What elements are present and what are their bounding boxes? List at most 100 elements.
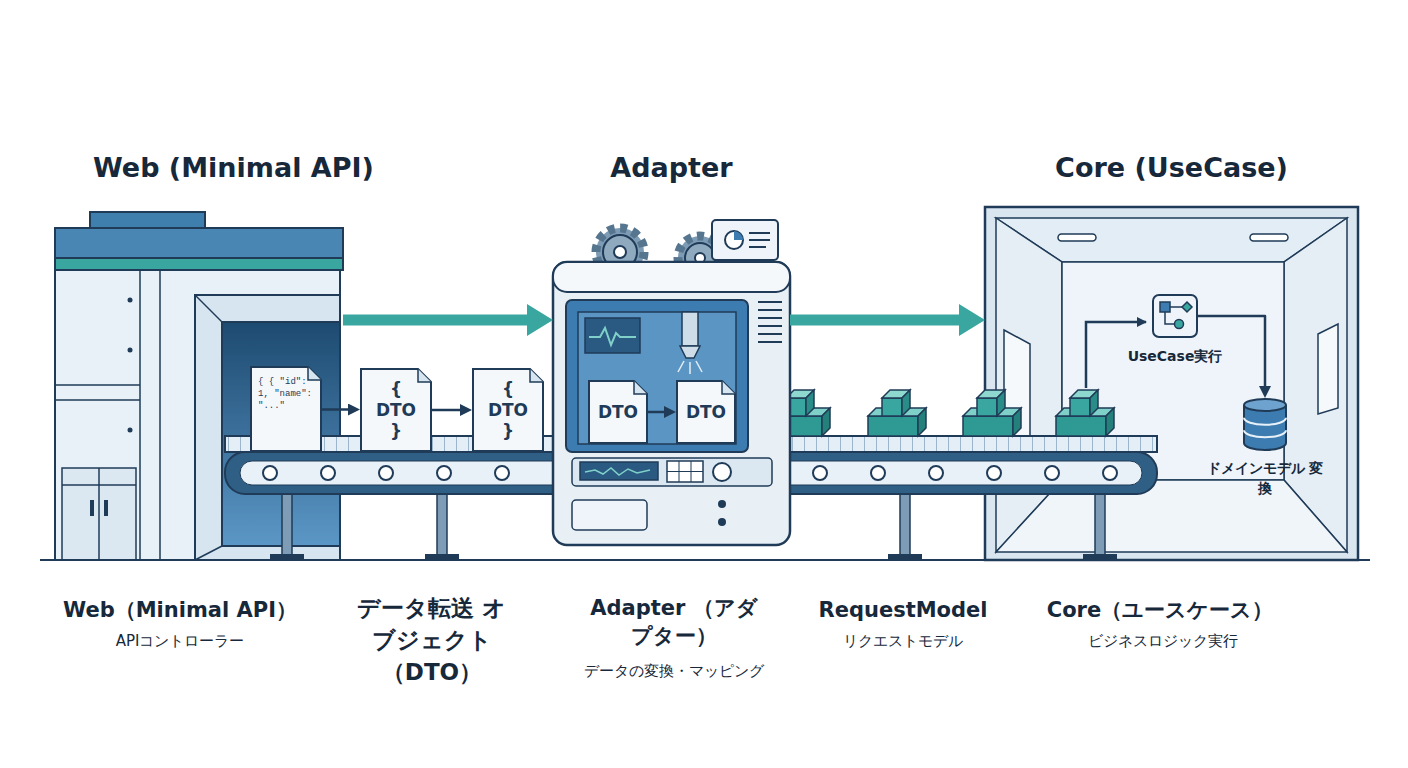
web-building	[195, 295, 340, 560]
conveyor-belt	[263, 466, 277, 480]
core-room	[985, 207, 1358, 560]
ground-line	[40, 559, 1370, 561]
document-text: { { "id": 1, "name": "..."	[258, 376, 312, 412]
station-heading: Core (UseCase)	[985, 152, 1358, 184]
adapter-machine	[696, 361, 702, 372]
conveyor-belt	[282, 494, 292, 556]
adapter-machine	[758, 341, 782, 343]
adapter-machine	[718, 500, 726, 508]
adapter-machine	[589, 328, 636, 345]
web-building	[128, 428, 133, 433]
conveyor-belt	[1045, 466, 1059, 480]
adapter-machine	[689, 362, 691, 374]
web-building	[128, 348, 133, 353]
document-fold	[418, 369, 431, 382]
core-room	[1250, 234, 1288, 241]
adapter-machine	[749, 232, 770, 234]
document-text: DTO	[684, 402, 728, 423]
caption-label: APIコントローラー	[50, 630, 310, 652]
web-building	[222, 322, 340, 546]
flow-symbol	[1175, 320, 1184, 329]
web-building	[104, 500, 108, 516]
adapter-machine	[713, 463, 731, 481]
document-fold	[634, 381, 647, 394]
web-building	[55, 258, 343, 270]
adapter-machine	[712, 220, 778, 260]
icon-frame	[1153, 295, 1197, 337]
dto-document: { DTO }	[360, 368, 432, 452]
conveyor-belt	[1095, 494, 1105, 556]
adapter-machine	[566, 300, 748, 452]
web-building	[98, 468, 100, 560]
adapter-machine	[734, 231, 743, 240]
caption-label: Adapter （アダプター）	[589, 594, 759, 650]
conveyor-belt	[495, 466, 509, 480]
web-building	[55, 212, 343, 560]
core-room	[1058, 234, 1096, 241]
adapter-machine	[682, 312, 698, 346]
adapter-machine	[749, 246, 766, 248]
document-outline	[677, 381, 735, 443]
web-station: { { "id": 1, "name": "..."Web (Minimal A…	[55, 212, 343, 560]
database-icon-shape	[1242, 398, 1288, 450]
adapter-machine	[580, 462, 658, 480]
document-fold	[722, 381, 735, 394]
document-outline	[251, 367, 321, 451]
adapter-machine	[758, 309, 782, 311]
adapter-machine	[578, 312, 736, 444]
web-building	[55, 384, 140, 386]
document-fold	[308, 367, 321, 380]
request-model-blocks	[1056, 390, 1114, 436]
document-text: DTO	[596, 402, 640, 423]
document-text: { DTO }	[374, 379, 418, 442]
web-building	[139, 270, 141, 560]
caption-label: RequestModel	[803, 596, 1003, 624]
caption-label: Core（ユースケース）	[1030, 596, 1290, 624]
web-building	[62, 468, 136, 560]
icon-label: ドメインモデル 変換	[1205, 458, 1325, 498]
adapter-machine	[758, 333, 782, 335]
usecase-icon: UseCase実行	[1152, 294, 1198, 338]
core-room	[985, 207, 1358, 560]
adapter-machine	[758, 317, 782, 319]
caption-label: Web（Minimal API）	[50, 596, 310, 624]
adapter-machine	[585, 468, 650, 475]
document-outline	[589, 381, 647, 443]
adapter-machine	[725, 231, 743, 249]
conveyor-belt	[437, 494, 447, 556]
adapter-machine	[680, 346, 700, 358]
document-text: { DTO }	[486, 379, 530, 442]
conveyor-belt	[987, 466, 1001, 480]
web-building	[55, 399, 140, 401]
caption-label: データの変換・マッピング	[544, 660, 804, 682]
adapter-machine	[585, 318, 640, 353]
conveyor-belt	[813, 466, 827, 480]
database-icon: ドメインモデル 変換	[1242, 398, 1288, 450]
conveyor-belt	[437, 466, 451, 480]
connector-arrow	[432, 409, 472, 412]
station-heading: Web (Minimal API)	[93, 152, 374, 184]
web-building	[55, 270, 340, 560]
core-room: UseCase実行ドメインモデル 変換Core (UseCase)	[985, 207, 1358, 560]
conveyor-belt	[379, 466, 393, 480]
document-outline	[473, 369, 543, 451]
database-band	[1244, 430, 1286, 437]
conveyor-belt	[929, 466, 943, 480]
connector-arrow	[322, 408, 360, 411]
flow-symbol	[1182, 302, 1192, 312]
flow-symbol	[1160, 302, 1170, 312]
dto-document: { DTO }	[472, 368, 544, 452]
caption-label: リクエストモデル	[803, 630, 1003, 652]
database-top	[1244, 399, 1286, 411]
web-building	[159, 270, 161, 560]
json-document: { { "id": 1, "name": "..."	[250, 366, 322, 452]
caption-label: データ転送 オブジェクト （DTO）	[347, 592, 517, 688]
dto-document: DTO	[676, 380, 736, 444]
web-building	[128, 298, 133, 303]
adapter-machine	[667, 471, 703, 472]
adapter-machine	[678, 361, 684, 372]
adapter-machine	[749, 239, 770, 241]
web-building	[195, 546, 222, 560]
adapter-machine	[718, 518, 726, 526]
adapter-machine	[572, 500, 647, 530]
